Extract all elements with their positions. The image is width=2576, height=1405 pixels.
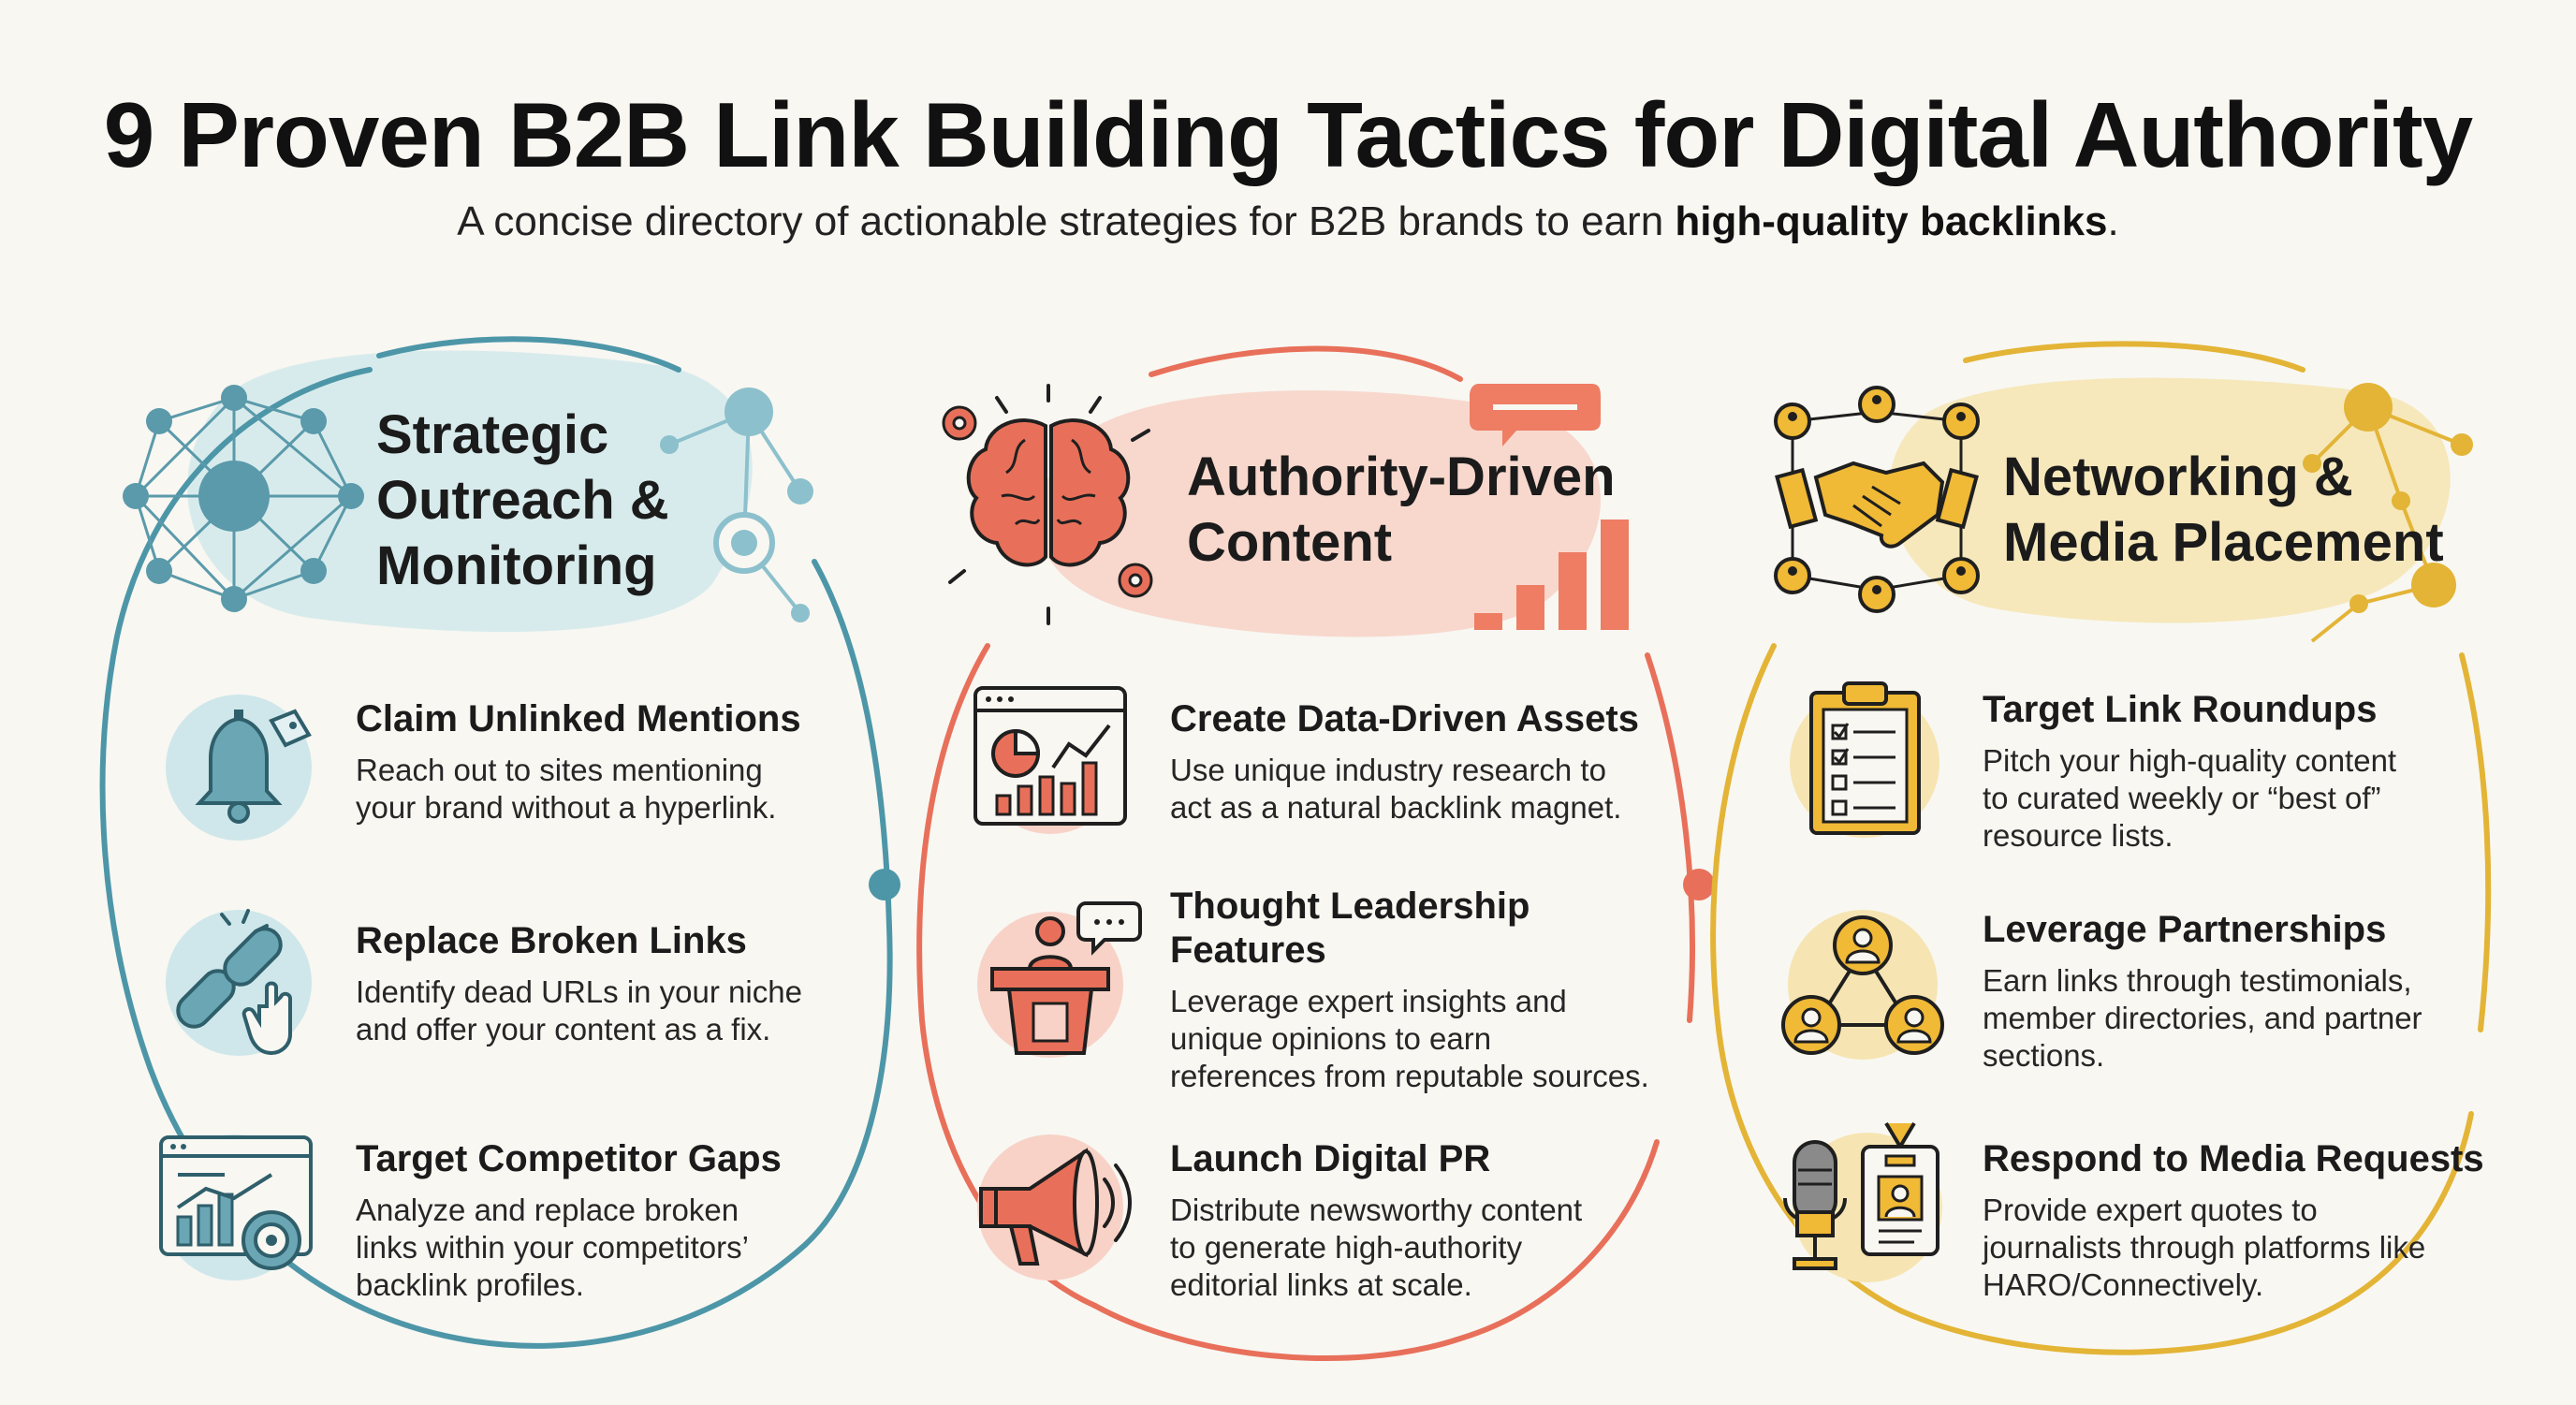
item-title: Create Data-Driven Assets [1170, 698, 1639, 739]
bell-tag-icon [166, 695, 312, 841]
item-desc: Provide expert quotes to journalists thr… [1983, 1192, 2425, 1304]
broken-chain-icon [166, 909, 312, 1056]
teal-arc [99, 367, 893, 1349]
gold-arc [1963, 341, 2305, 373]
desc-line: your brand without a hyperlink. [356, 790, 777, 825]
coral-arc [1149, 345, 1463, 382]
coral-arc-bottom [1092, 1139, 1660, 1361]
desc-line: Use unique industry research to [1170, 753, 1606, 787]
teal-header-blob [187, 350, 753, 633]
desc-line: sections. [1983, 1038, 2105, 1073]
title-line: Thought Leadership [1170, 885, 1530, 927]
microphone-badge-icon [1783, 1121, 1942, 1282]
item-title: Leverage Partnerships [1983, 909, 2387, 950]
gold-header-blob [1888, 377, 2451, 623]
network-icon [123, 385, 364, 612]
desc-line: HARO/Connectively. [1983, 1267, 2264, 1302]
item-title: Target Link Roundups [1983, 689, 2378, 730]
item-desc: Use unique industry research to act as a… [1170, 752, 1621, 827]
desc-line: member directories, and partner [1983, 1001, 2422, 1035]
item-desc: Leverage expert insights and unique opin… [1170, 983, 1649, 1095]
column-title-line: Outreach & [376, 470, 669, 531]
desc-line: journalists through platforms like [1983, 1230, 2426, 1265]
data-dashboard-icon [973, 686, 1127, 834]
column-title-line: Content [1187, 512, 1393, 573]
column-title-line: Networking & [2003, 446, 2353, 507]
desc-line: Distribute newsworthy content [1170, 1193, 1583, 1227]
megaphone-icon [977, 1134, 1132, 1281]
desc-line: to generate high-authority [1170, 1230, 1523, 1265]
gold-arc-right [2459, 652, 2492, 1032]
item-desc: Earn links through testimonials, member … [1983, 962, 2422, 1075]
teal-arc-dot [869, 869, 900, 900]
item-desc: Analyze and replace broken links within … [356, 1192, 749, 1304]
item-title: Replace Broken Links [356, 920, 747, 961]
item-desc: Distribute newsworthy content to generat… [1170, 1192, 1582, 1304]
desc-line: act as a natural backlink magnet. [1170, 790, 1622, 825]
desc-line: and offer your content as a fix. [356, 1012, 771, 1046]
column-title-line: Authority-Driven [1187, 446, 1616, 507]
connection-nodes-icon [660, 388, 813, 622]
column-title-outreach: Strategic Outreach & Monitoring [376, 402, 669, 599]
desc-line: Earn links through testimonials, [1983, 963, 2412, 998]
desc-line: to curated weekly or “best of” [1983, 781, 2381, 815]
item-title: Launch Digital PR [1170, 1138, 1491, 1179]
desc-line: Reach out to sites mentioning [356, 753, 763, 787]
desc-line: editorial links at scale. [1170, 1267, 1472, 1302]
page-subtitle: A concise directory of actionable strate… [0, 198, 2576, 245]
desc-line: resource lists. [1983, 818, 2174, 853]
brain-icon [942, 384, 1153, 625]
desc-line: backlink profiles. [356, 1267, 584, 1302]
column-title-content: Authority-Driven Content [1187, 445, 1616, 576]
desc-line: Pitch your high-quality content [1983, 743, 2397, 778]
page-title: 9 Proven B2B Link Building Tactics for D… [103, 83, 2473, 186]
handshake-icon [1774, 386, 1980, 613]
item-desc: Identify dead URLs in your niche and off… [356, 973, 802, 1048]
desc-line: Leverage expert insights and [1170, 984, 1567, 1018]
item-desc: Pitch your high-quality content to curat… [1983, 742, 2396, 855]
gold-arc-bottom [1897, 1111, 2474, 1355]
gold-nodes-icon [2303, 383, 2473, 643]
coral-arc-right [1645, 652, 1695, 1023]
column-title-line: Strategic [376, 404, 609, 465]
desc-line: Provide expert quotes to [1983, 1193, 2318, 1227]
chat-bubble-chart-icon [1470, 384, 1629, 630]
subtitle-period: . [2107, 198, 2119, 244]
subtitle-text: A concise directory of actionable strate… [457, 198, 1676, 244]
column-title-line: Monitoring [376, 535, 657, 596]
column-title-line: Media Placement [2003, 512, 2444, 573]
desc-line: references from reputable sources. [1170, 1059, 1649, 1093]
desc-line: unique opinions to earn [1170, 1021, 1492, 1056]
item-title: Thought Leadership Features [1170, 885, 1530, 973]
title-line: Features [1170, 929, 1326, 971]
clipboard-checklist-icon [1790, 681, 1939, 838]
item-title: Claim Unlinked Mentions [356, 698, 801, 739]
subtitle-emphasis: high-quality backlinks [1675, 198, 2108, 244]
teal-arc-top [376, 336, 681, 373]
item-desc: Reach out to sites mentioning your brand… [356, 752, 776, 827]
podium-speaker-icon [977, 901, 1142, 1058]
analytics-target-icon [159, 1134, 313, 1281]
coral-arc-dot [1683, 869, 1715, 900]
partners-network-icon [1781, 910, 1944, 1060]
item-title: Respond to Media Requests [1983, 1138, 2484, 1179]
column-title-networking: Networking & Media Placement [2003, 445, 2444, 576]
desc-line: Identify dead URLs in your niche [356, 974, 802, 1009]
item-title: Target Competitor Gaps [356, 1138, 782, 1179]
desc-line: links within your competitors’ [356, 1230, 749, 1265]
desc-line: Analyze and replace broken [356, 1193, 739, 1227]
coral-header-blob [1037, 390, 1601, 637]
